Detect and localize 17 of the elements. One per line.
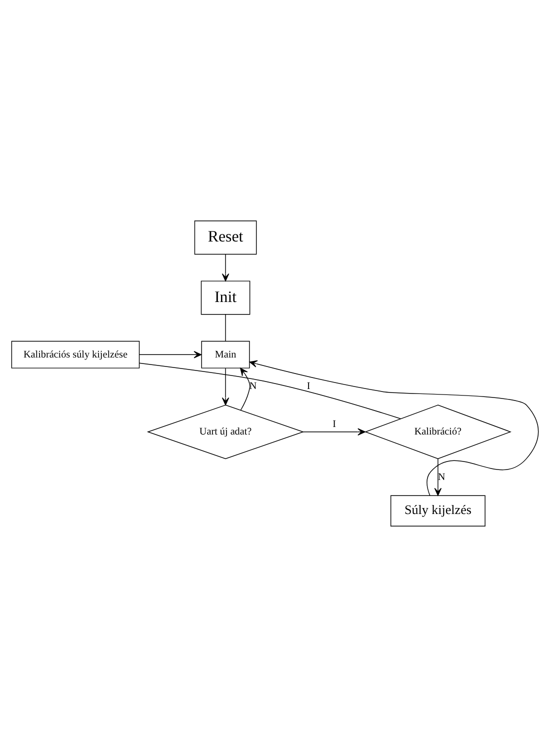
arrow: [222, 368, 230, 406]
node-box: Init: [200, 280, 250, 315]
arrow: [222, 254, 230, 282]
node-box: Súly kijelzés: [390, 495, 486, 526]
edge-label: I: [306, 381, 310, 392]
arrow: [139, 351, 202, 358]
connector: [139, 362, 402, 420]
arrow: [249, 360, 539, 496]
arrow: [240, 368, 250, 410]
edge-label: I: [332, 418, 336, 430]
node-diamond: Uart új adat?: [146, 404, 304, 460]
node-box: Reset: [194, 220, 257, 255]
arrow: [302, 428, 366, 436]
node-box: Main: [201, 340, 250, 368]
node-diamond: Kalibráció?: [364, 404, 512, 460]
node-box: Kalibrációs súly kijelzése: [11, 340, 140, 368]
connector: [225, 314, 226, 342]
